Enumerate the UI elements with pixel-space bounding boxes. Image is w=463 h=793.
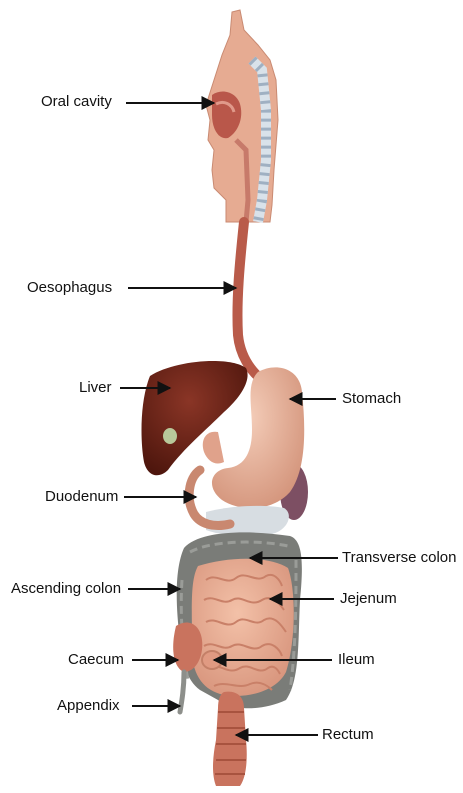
- oesophagus-tube: [237, 222, 262, 380]
- liver-shape: [142, 361, 248, 475]
- label-caecum: Caecum: [68, 651, 124, 669]
- label-ileum: Ileum: [338, 651, 375, 669]
- pancreas: [206, 506, 289, 536]
- label-oral-cavity: Oral cavity: [41, 93, 112, 111]
- label-transverse-colon: Transverse colon: [342, 549, 457, 567]
- gallbladder: [163, 428, 177, 444]
- label-liver: Liver: [79, 379, 112, 397]
- appendix-shape: [180, 672, 184, 712]
- rectum-shape: [213, 692, 247, 786]
- label-rectum: Rectum: [322, 726, 374, 744]
- label-appendix: Appendix: [57, 697, 120, 715]
- head-cross-section: [206, 10, 278, 222]
- label-stomach: Stomach: [342, 390, 401, 408]
- label-jejenum: Jejenum: [340, 590, 397, 608]
- label-oesophagus: Oesophagus: [27, 279, 112, 297]
- label-ascending-colon: Ascending colon: [11, 580, 121, 598]
- label-duodenum: Duodenum: [45, 488, 118, 506]
